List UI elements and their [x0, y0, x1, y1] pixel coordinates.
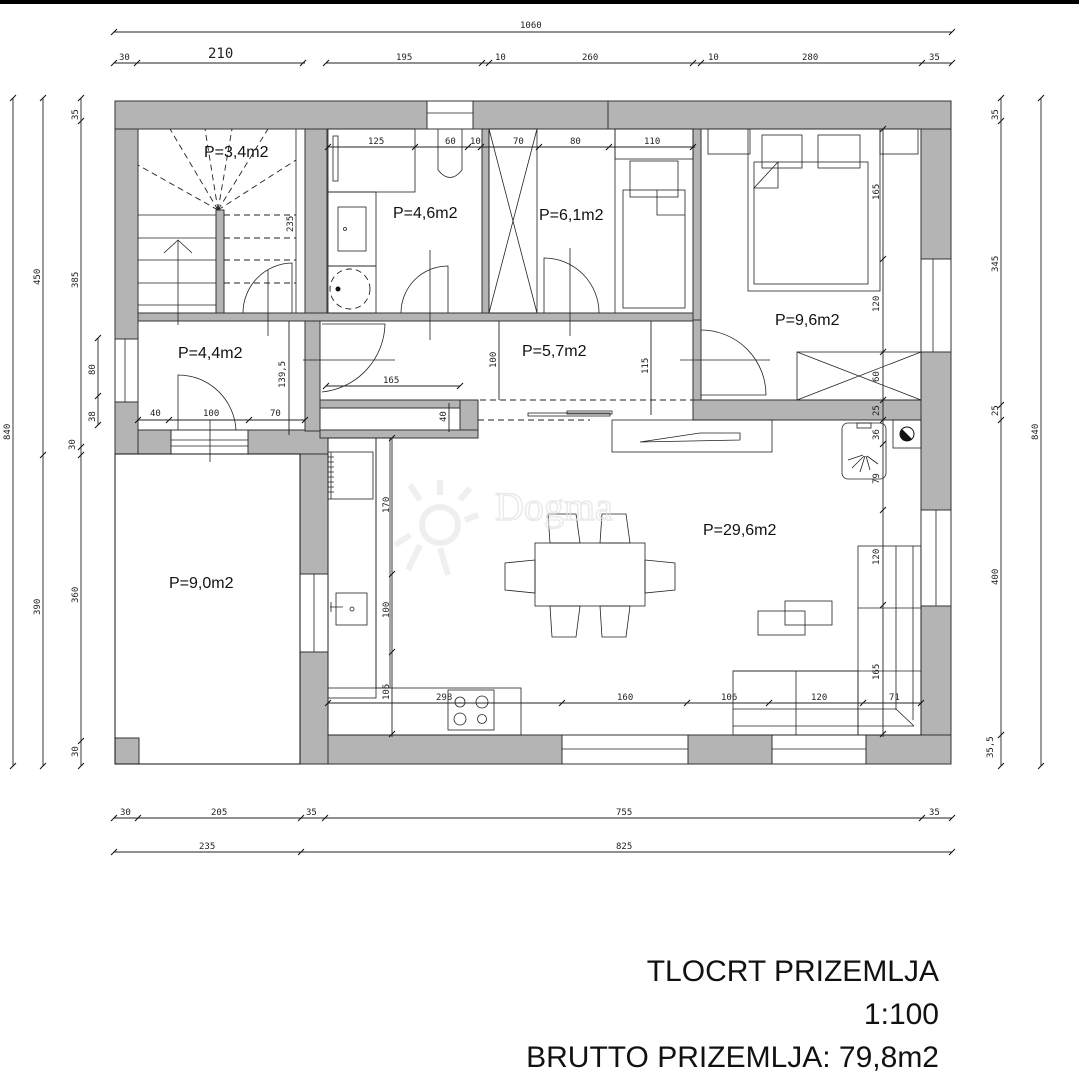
dim-living-165: 165 [872, 664, 882, 680]
dim-bed-70: 70 [513, 137, 524, 147]
dim-top-35: 35 [929, 53, 940, 63]
dim-top-30: 30 [119, 53, 130, 63]
living-kitchen-fixtures [327, 419, 922, 736]
dim-bed-80: 80 [570, 137, 581, 147]
dim-hall-115: 115 [641, 358, 651, 374]
bathroom-fixtures [327, 128, 463, 340]
walls [114, 100, 952, 765]
left-dimension-lines: 840 450 390 35 385 30 360 30 80 38 [3, 94, 102, 770]
dim-top-10b: 10 [708, 53, 719, 63]
dim-entry-40: 40 [150, 409, 161, 419]
dim-entry-139-5: 139,5 [278, 361, 288, 388]
plan-scale: 1:100 [863, 998, 939, 1031]
dim-living-106: 106 [721, 693, 737, 703]
floor-plan: 1060 30 210 195 10 260 10 280 35 840 450… [3, 21, 1045, 856]
dim-left-30a: 30 [68, 439, 78, 450]
dim-top-10a: 10 [495, 53, 506, 63]
dim-overall-width: 1060 [520, 21, 542, 31]
entry-hall-fixtures [177, 262, 693, 462]
dim-left-30b: 30 [71, 746, 81, 757]
dim-kitchen-170: 170 [382, 497, 392, 513]
master-bedroom-fixtures [680, 128, 922, 401]
dim-bed-110: 110 [644, 137, 660, 147]
room-label-small-bedroom: P=6,1m2 [539, 207, 604, 224]
dim-niche-40: 40 [439, 411, 449, 422]
dim-master-25: 25 [872, 405, 882, 416]
dim-top-260: 260 [582, 53, 598, 63]
room-labels: P=3,4m2 P=4,6m2 P=6,1m2 P=9,6m2 P=4,4m2 … [169, 144, 840, 592]
watermark-text: Dogma [495, 484, 613, 529]
small-bedroom-fixtures [488, 128, 694, 336]
room-label-bathroom: P=4,6m2 [393, 205, 458, 222]
dim-bottom-30: 30 [120, 808, 131, 818]
dim-kitchen-100: 100 [382, 602, 392, 618]
dim-bottom-35b: 35 [929, 808, 940, 818]
room-label-garage: P=9,0m2 [169, 575, 234, 592]
dim-left-840: 840 [3, 424, 13, 440]
dim-living-36: 36 [872, 429, 882, 440]
title-block: TLOCRT PRIZEMLJA 1:100 BRUTTO PRIZEMLJA:… [526, 950, 939, 1079]
dim-bottom-205: 205 [211, 808, 227, 818]
dim-kitchen-105: 105 [382, 684, 392, 700]
dim-left-38: 38 [88, 411, 98, 422]
staircase [137, 128, 297, 325]
dim-right-25: 25 [991, 405, 1001, 416]
dim-bottom-235: 235 [199, 842, 215, 852]
dim-top-195: 195 [396, 53, 412, 63]
dim-master-120: 120 [872, 296, 882, 312]
dim-living-71: 71 [889, 693, 900, 703]
room-label-master-bedroom: P=9,6m2 [775, 312, 840, 329]
gross-area: BRUTTO PRIZEMLJA: 79,8m2 [526, 1041, 939, 1074]
room-label-entry: P=4,4m2 [178, 345, 243, 362]
interior-dimensions: 125 60 10 70 80 110 235 139,5 40 100 70 … [134, 125, 925, 738]
dim-bottom-755: 755 [616, 808, 632, 818]
dim-living-120-v: 120 [872, 549, 882, 565]
top-border [0, 0, 1079, 4]
plan-title: TLOCRT PRIZEMLJA [646, 955, 939, 988]
dim-bottom-35a: 35 [306, 808, 317, 818]
dim-living-79: 79 [872, 473, 882, 484]
watermark-logo: Dogma [393, 480, 614, 576]
dim-right-345: 345 [991, 256, 1001, 272]
room-label-hallway: P=5,7m2 [522, 343, 587, 360]
dim-bath-60: 60 [445, 137, 456, 147]
dim-right-400: 400 [991, 569, 1001, 585]
dim-right-840: 840 [1031, 424, 1041, 440]
dim-left-390: 390 [33, 599, 43, 615]
dim-master-60: 60 [872, 371, 882, 382]
dim-left-360: 360 [71, 587, 81, 603]
dim-top-280: 280 [802, 53, 818, 63]
dim-hall-100: 100 [489, 352, 499, 368]
dim-left-385: 385 [71, 272, 81, 288]
dim-left-450: 450 [33, 269, 43, 285]
dim-hall-165: 165 [383, 376, 399, 386]
dim-kitchen-160: 160 [617, 693, 633, 703]
dim-right-35: 35 [991, 109, 1001, 120]
dim-right-35-5: 35,5 [986, 736, 996, 758]
top-dimension-lines: 1060 30 210 195 10 260 10 280 35 [110, 21, 956, 67]
outline [114, 453, 301, 765]
dim-top-210: 210 [208, 46, 233, 62]
room-label-stairs: P=3,4m2 [204, 144, 269, 161]
dim-entry-100: 100 [203, 409, 219, 419]
bottom-dimension-lines: 30 205 35 755 35 235 825 [110, 808, 956, 856]
dim-kitchen-298: 298 [436, 693, 452, 703]
dim-stair-235: 235 [286, 216, 296, 232]
room-label-living-kitchen: P=29,6m2 [703, 522, 776, 539]
dim-bath-10: 10 [470, 137, 481, 147]
dim-living-120: 120 [811, 693, 827, 703]
dim-bath-125: 125 [368, 137, 384, 147]
dim-entry-70: 70 [270, 409, 281, 419]
dim-bottom-825: 825 [616, 842, 632, 852]
dim-master-165: 165 [872, 184, 882, 200]
dim-left-80: 80 [88, 364, 98, 375]
dim-left-35: 35 [71, 109, 81, 120]
right-dimension-lines: 35 345 25 400 35,5 840 [986, 94, 1045, 770]
